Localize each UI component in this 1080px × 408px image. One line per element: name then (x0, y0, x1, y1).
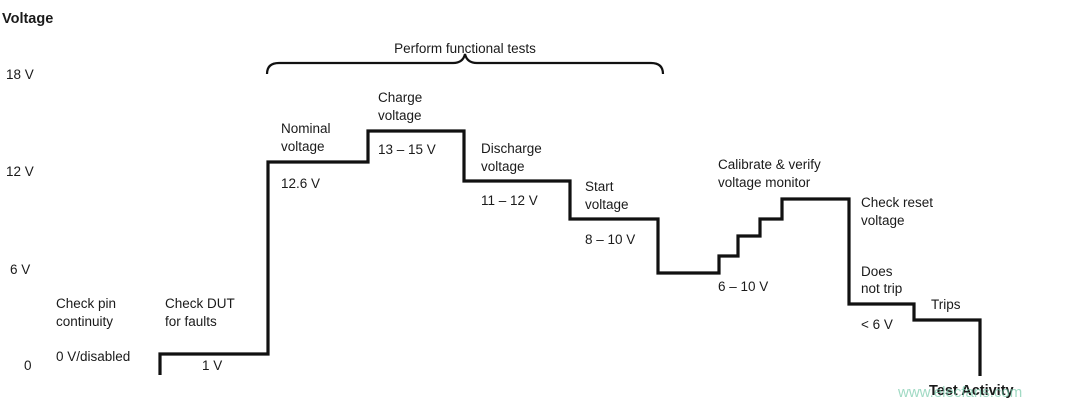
x-axis-title: Test Activity (929, 383, 1014, 399)
y-tick-6v: 6 V (10, 262, 30, 277)
step-label-line: Check reset (861, 195, 933, 210)
step-label-trips: Trips (931, 297, 961, 312)
step-label-line: Check pin (56, 296, 116, 311)
step-label-line: voltage (585, 197, 629, 212)
functional-tests-bracket (265, 53, 665, 75)
step-label-line: voltage (481, 159, 525, 174)
voltage-profile-line (158, 129, 982, 376)
y-tick-18v: 18 V (6, 67, 34, 82)
step-label-line: Calibrate & verify (718, 157, 821, 172)
step-label-line: for faults (165, 314, 217, 329)
step-label-start: Start voltage (585, 179, 629, 212)
step-label-line: Discharge (481, 141, 542, 156)
step-label-nominal: Nominal voltage (281, 121, 334, 154)
step-label-discharge: Discharge voltage (481, 141, 546, 174)
watermark-text: www.elecfans.com (897, 384, 1022, 401)
value-label-does-not-trip: < 6 V (861, 317, 893, 332)
step-label-line: voltage (861, 213, 905, 228)
step-label-line: continuity (56, 314, 113, 329)
step-label-check-reset: Check reset voltage (861, 195, 937, 228)
value-label-check-pin: 0 V/disabled (56, 349, 130, 364)
value-label-charge: 13 – 15 V (378, 142, 436, 157)
value-label-start: 8 – 10 V (585, 232, 635, 247)
step-label-charge: Charge voltage (378, 90, 426, 123)
step-label-line: voltage (281, 139, 325, 154)
step-label-line: not trip (861, 281, 902, 296)
step-label-does-not-trip: Does not trip (861, 264, 902, 296)
value-label-calibrate: 6 – 10 V (718, 279, 768, 294)
step-label-calibrate: Calibrate & verify voltage monitor (718, 157, 825, 190)
value-label-discharge: 11 – 12 V (481, 193, 538, 208)
step-label-line: Charge (378, 90, 422, 105)
step-label-check-dut: Check DUT for faults (165, 296, 238, 329)
step-label-line: Nominal (281, 121, 331, 136)
step-label-line: Check DUT (165, 296, 235, 311)
step-label-check-pin: Check pin continuity (56, 296, 120, 329)
step-label-line: voltage monitor (718, 175, 811, 190)
step-label-line: voltage (378, 108, 422, 123)
step-label-line: Does (861, 264, 893, 279)
step-label-line: Start (585, 179, 614, 194)
step-label-line: Trips (931, 297, 961, 312)
value-label-nominal: 12.6 V (281, 176, 320, 191)
y-tick-12v: 12 V (6, 164, 34, 179)
value-label-check-dut: 1 V (202, 358, 222, 373)
y-tick-0: 0 (24, 358, 32, 373)
y-axis-title: Voltage (2, 11, 53, 27)
bracket-label: Perform functional tests (394, 41, 536, 56)
